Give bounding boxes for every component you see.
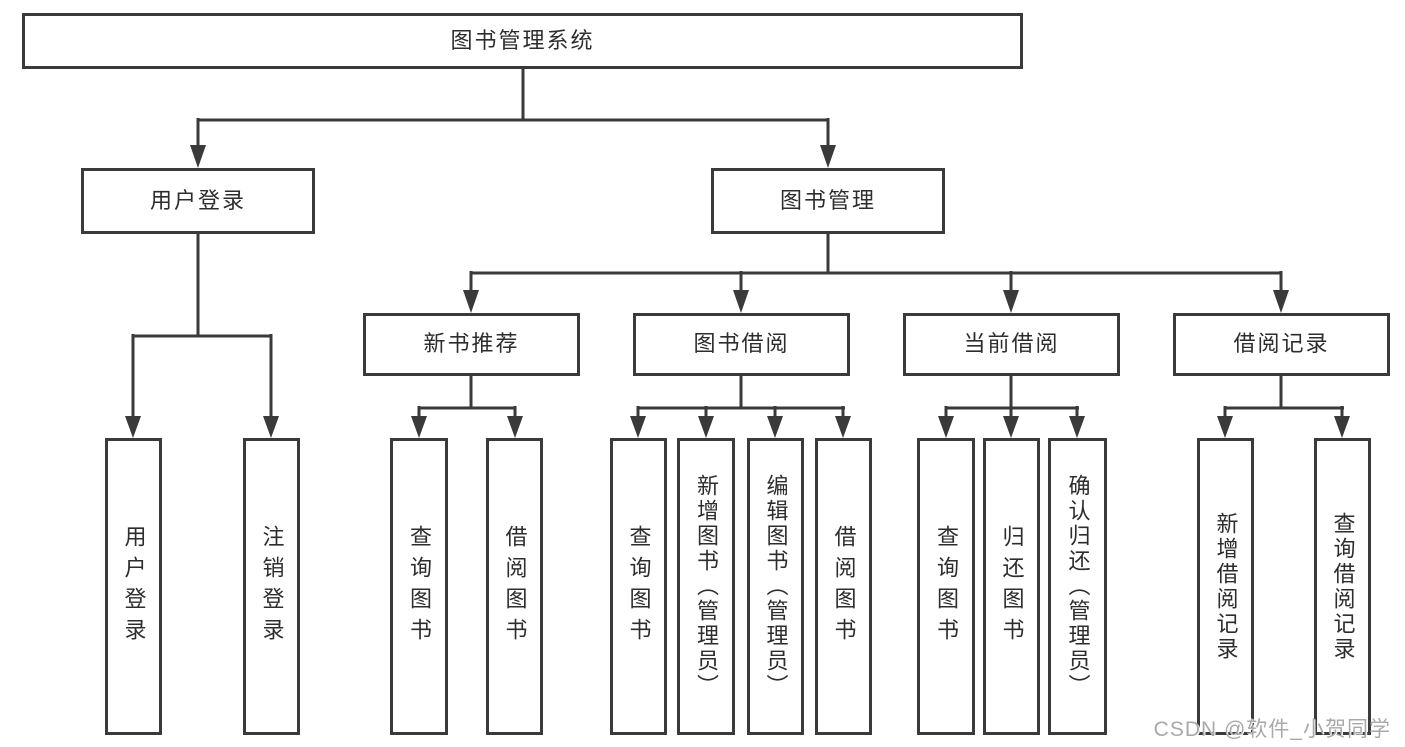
leaf-edit-book-admin: 编辑图书（管理员）: [747, 438, 804, 735]
node-book-borrowing: 图书借阅: [633, 313, 850, 376]
node-label: 图书管理: [779, 187, 876, 213]
node-label: 确认归还（管理员）: [1065, 474, 1091, 699]
node-label: 新书推荐: [423, 331, 520, 357]
node-book-management: 图书管理: [711, 168, 945, 234]
leaf-borrow-books: 借阅图书: [815, 438, 872, 735]
node-label: 编辑图书（管理员）: [763, 474, 789, 699]
leaf-user-login: 用户登录: [105, 438, 162, 735]
node-label: 查询图书: [407, 524, 432, 649]
leaf-return-book: 归还图书: [983, 438, 1040, 735]
node-label: 查询借阅记录: [1330, 511, 1356, 662]
leaf-logout: 注销登录: [243, 438, 300, 735]
node-label: 查询图书: [626, 524, 652, 649]
node-label: 借阅图书: [502, 524, 528, 649]
leaf-query-borrow-record: 查询借阅记录: [1314, 438, 1371, 735]
node-label: 用户登录: [149, 187, 246, 213]
node-new-book-recommendation: 新书推荐: [363, 313, 580, 376]
node-label: 用户登录: [121, 524, 147, 649]
node-label: 注销登录: [259, 524, 285, 649]
leaf-query-books-recommend: 查询图书: [390, 438, 448, 735]
leaf-confirm-return-admin: 确认归还（管理员）: [1048, 438, 1107, 735]
node-label: 借阅图书: [831, 524, 857, 649]
node-library-management-system: 图书管理系统: [22, 13, 1023, 69]
node-label: 新增图书（管理员）: [694, 474, 719, 699]
node-label: 归还图书: [999, 524, 1025, 649]
node-label: 图书借阅: [693, 331, 790, 357]
node-label: 新增借阅记录: [1213, 511, 1239, 662]
leaf-query-books-borrow: 查询图书: [610, 438, 667, 735]
node-label: 查询图书: [934, 524, 959, 649]
node-current-borrowing: 当前借阅: [903, 313, 1120, 376]
csdn-watermark: CSDN @软件_小贺同学: [1153, 718, 1391, 741]
leaf-add-borrow-record: 新增借阅记录: [1197, 438, 1254, 735]
arrowhead-icons: [125, 145, 1350, 438]
leaf-borrow-books-recommend: 借阅图书: [486, 438, 543, 735]
leaf-add-book-admin: 新增图书（管理员）: [677, 438, 735, 735]
node-label: 借阅记录: [1233, 331, 1330, 357]
node-user-login: 用户登录: [81, 168, 315, 234]
leaf-query-books-current: 查询图书: [917, 438, 975, 735]
node-borrowing-records: 借阅记录: [1173, 313, 1390, 376]
node-label: 当前借阅: [963, 331, 1060, 357]
node-label: 图书管理系统: [450, 27, 595, 53]
